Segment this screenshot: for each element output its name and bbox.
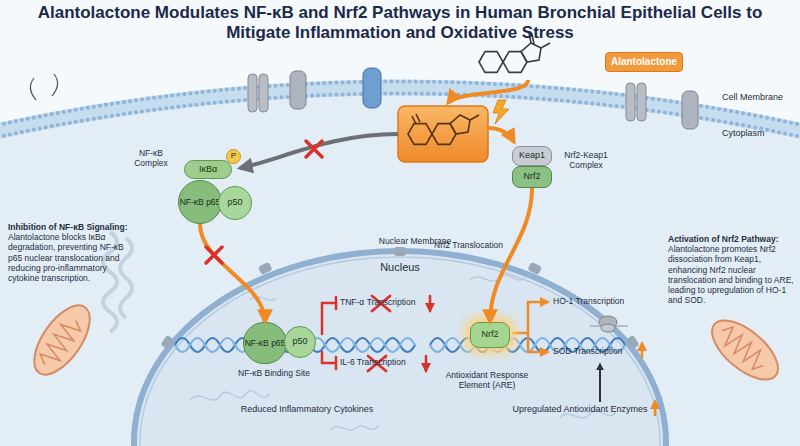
- nrf2-protein: Nrf2: [470, 322, 510, 348]
- alantolactone-structure: [479, 52, 503, 73]
- complex-label: NF-κB Complex: [126, 148, 176, 168]
- label-block: TNF-α Transcription: [340, 297, 432, 307]
- compound-core-box: [432, 124, 456, 145]
- mitochondrion: [23, 296, 100, 383]
- p65-protein: NF-κB p65: [243, 322, 287, 364]
- alantolactone-structure: [521, 43, 541, 62]
- mitochondrion: [37, 315, 84, 371]
- p50-protein: p50: [218, 186, 252, 220]
- label-block: NF-κB Complex: [126, 148, 176, 168]
- phosphate-group: P: [226, 149, 241, 164]
- membrane-protein: [248, 74, 257, 112]
- mitochondrion: [702, 310, 788, 391]
- p65-protein: NF-κB p65: [178, 180, 222, 224]
- gene-label: SOD Transcription: [553, 346, 645, 356]
- node-text: IκBα: [199, 165, 217, 174]
- label-block: Inhibition of NF-κB Signaling:Alantolact…: [8, 222, 136, 283]
- complex-label: Nrf2-Keap1 Complex: [556, 150, 616, 170]
- membrane-protein: [290, 71, 306, 109]
- nucleus-outline: [134, 251, 666, 446]
- label-block: Cell Membrane: [722, 92, 798, 103]
- compound-core-box: [450, 115, 470, 134]
- note-body: Alantolactone promotes Nrf2 dissociation…: [668, 244, 796, 305]
- label-block: Upregulated Antioxidant Enzymes: [500, 404, 660, 415]
- blocked-degradation-arrow: [240, 134, 398, 168]
- node-text: NF-κB p65: [245, 339, 286, 348]
- gene-label: HO-1 Transcription: [553, 296, 645, 306]
- nrf2-protein: Nrf2: [512, 166, 552, 188]
- mitochondrion: [702, 310, 788, 391]
- note-heading: Activation of Nrf2 Pathway:: [668, 234, 796, 244]
- node-text: Nrf2: [481, 330, 498, 339]
- cell-membrane: [0, 94, 800, 142]
- label-block: Reduced Inflammatory Cytokines: [222, 404, 392, 415]
- node-text: P: [231, 152, 236, 160]
- outcome-label: Reduced Inflammatory Cytokines: [222, 404, 392, 415]
- compound-core-box: [408, 124, 432, 145]
- membrane-protein: [30, 68, 698, 129]
- gene-label: IL-6 Transcription: [340, 357, 432, 367]
- activation-arrow: [488, 128, 514, 142]
- nucleus-outline: [130, 245, 670, 446]
- mitochondrion: [23, 296, 100, 383]
- inhibition-cross: [306, 141, 322, 157]
- edge-label: Nrf2 Translocation: [433, 241, 503, 251]
- cell-membrane: [0, 88, 800, 136]
- compound-core-box: [408, 114, 479, 144]
- uptake-arrow: [448, 80, 528, 103]
- compound-label: Alantolactone: [605, 52, 683, 72]
- membrane-protein: [682, 91, 698, 129]
- region-label: Cell Membrane: [722, 92, 798, 103]
- compound-core-box: [398, 106, 488, 162]
- label-block: HO-1 Transcription: [553, 296, 645, 306]
- label-block: Cytoplasm: [722, 128, 798, 139]
- diagram-title: Alantolactone Modulates NF-κB and Nrf2 P…: [20, 3, 780, 43]
- compound-core-box: [412, 114, 479, 124]
- inhibition-cross: [206, 247, 222, 263]
- region-label: Cytoplasm: [722, 128, 798, 139]
- mitochondrion: [716, 323, 770, 373]
- membrane-protein: [637, 83, 646, 121]
- keap1-protein: Keap1: [512, 146, 552, 166]
- site-label: NF-κB Binding Site: [236, 368, 312, 378]
- ikba-protein: IκBα: [184, 160, 232, 179]
- cell-membrane: [0, 82, 800, 142]
- membrane-protein: [30, 78, 36, 100]
- activated-transcription: [641, 343, 644, 358]
- note-heading: Inhibition of NF-κB Signaling:: [8, 222, 136, 232]
- label-block: NF-κB Binding Site: [236, 368, 312, 378]
- node-text: p50: [292, 337, 307, 346]
- cell-membrane: [0, 82, 800, 130]
- node-text: NF-κB p65: [180, 198, 221, 207]
- label-block: Nrf2-Keap1 Complex: [556, 150, 616, 170]
- label-block: Antioxidant Response Element (ARE): [432, 370, 542, 390]
- node-text: Keap1: [519, 151, 545, 160]
- node-text: Alantolactone: [611, 57, 677, 68]
- nucleus-outline: [140, 257, 660, 446]
- gene-label: TNF-α Transcription: [340, 297, 432, 307]
- p50-protein: p50: [284, 326, 316, 358]
- nucleus: NucleusNF-κB p65 p50 Nrf2: [130, 245, 670, 446]
- node-text: p50: [227, 198, 242, 207]
- node-text: Nrf2: [523, 172, 540, 181]
- nucleus-label: Nucleus: [360, 261, 440, 273]
- activation-bolt: [493, 100, 509, 124]
- note-body: Alantolactone blocks IκBα degradation, p…: [8, 232, 136, 283]
- inhibition-cross: [306, 141, 322, 157]
- membrane-protein: [363, 68, 381, 108]
- membrane-protein: [259, 74, 268, 112]
- membrane-protein: [52, 74, 58, 96]
- label-block: Activation of Nrf2 Pathway:Alantolactone…: [668, 234, 796, 305]
- outcome-label: Upregulated Antioxidant Enzymes: [500, 404, 660, 415]
- site-label: Antioxidant Response Element (ARE): [432, 370, 542, 390]
- label-block: SOD Transcription: [553, 346, 645, 356]
- label-block: IL-6 Transcription: [340, 357, 432, 367]
- membrane-protein: [626, 83, 635, 121]
- compound-core-box: [398, 106, 488, 162]
